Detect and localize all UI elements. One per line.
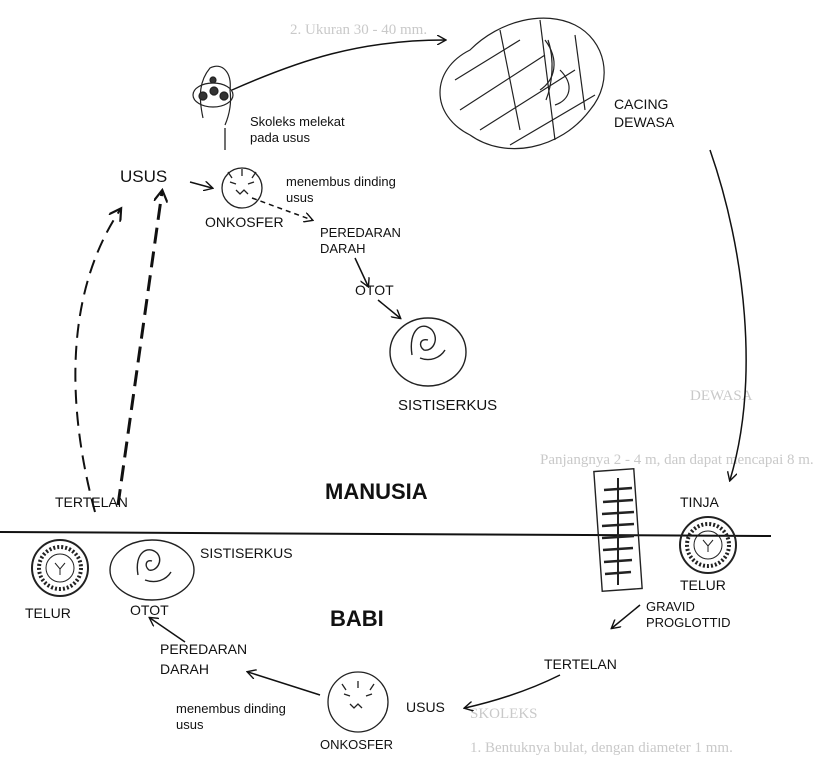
label-onkosfer-human: ONKOSFER bbox=[205, 214, 284, 230]
label-tinja: TINJA bbox=[680, 494, 719, 510]
label-telur-right: TELUR bbox=[680, 577, 726, 593]
label-onkosfer-pig: ONKOSFER bbox=[320, 737, 393, 752]
label-darah-human: DARAH bbox=[320, 241, 366, 256]
arrow-swallowed-to-intestine-human bbox=[74, 210, 120, 513]
bg-text-ukuran: 2. Ukuran 30 - 40 mm. bbox=[290, 22, 428, 38]
label-usus-human: USUS bbox=[120, 167, 168, 186]
oncosphere-bottom-illustration bbox=[327, 671, 389, 733]
label-usus-pig: USUS bbox=[406, 699, 445, 715]
bg-text-skoleks: SKOLEKS bbox=[470, 706, 538, 722]
arrow-blood-to-muscle-human bbox=[354, 257, 368, 286]
arrow-swallowed-to-intestine bbox=[465, 674, 561, 708]
label-menembus-usus-pig: usus bbox=[176, 717, 204, 732]
label-telur-left: TELUR bbox=[25, 605, 71, 621]
arrow-oncosphere-to-blood bbox=[248, 672, 321, 696]
egg-left-illustration bbox=[31, 539, 89, 597]
label-proglottid: PROGLOTTID bbox=[646, 615, 731, 630]
label-cacing: CACING bbox=[614, 96, 669, 112]
diagram-drawing bbox=[0, 17, 772, 733]
arrow-scolex-to-adult bbox=[231, 40, 445, 91]
label-tertelan-pig: TERTELAN bbox=[544, 656, 617, 672]
label-skoleks: Skoleks melekat bbox=[250, 114, 345, 129]
label-babi: BABI bbox=[330, 606, 384, 631]
arrow-blood-to-muscle bbox=[150, 618, 186, 643]
bg-text-bentuk: 1. Bentuknya bulat, dengan diameter 1 mm… bbox=[470, 740, 733, 756]
label-darah-pig: DARAH bbox=[160, 661, 210, 677]
arrow-egg-autoinfection bbox=[116, 192, 162, 506]
arrow-proglottid-to-swallowed bbox=[612, 604, 641, 628]
adult-tapeworm-illustration bbox=[439, 17, 605, 150]
gravid-proglottid-illustration bbox=[593, 468, 643, 592]
arrow-adult-to-feces bbox=[709, 149, 747, 480]
label-tertelan-human: TERTELAN bbox=[55, 494, 128, 510]
arrow-muscle-to-cysticercus bbox=[377, 299, 400, 318]
life-cycle-diagram: 2. Ukuran 30 - 40 mm. Panjangnya 2 - 4 m… bbox=[0, 17, 814, 756]
label-menembus-pig: menembus dinding bbox=[176, 701, 286, 716]
label-dewasa: DEWASA bbox=[614, 114, 675, 130]
label-gravid: GRAVID bbox=[646, 599, 695, 614]
label-manusia: MANUSIA bbox=[325, 479, 428, 504]
label-sistiserkus-pig: SISTISERKUS bbox=[200, 545, 293, 561]
bg-text-panjang: Panjangnya 2 - 4 m, dan dapat mencapai 8… bbox=[540, 452, 814, 468]
arrow-intestine-to-oncosphere bbox=[189, 182, 212, 188]
arrow-oncosphere-to-blood-human bbox=[251, 197, 312, 220]
egg-right-illustration bbox=[679, 516, 737, 574]
label-sistiserkus-human: SISTISERKUS bbox=[398, 397, 498, 414]
host-divider-line bbox=[0, 531, 772, 537]
label-peredaran-human: PEREDARAN bbox=[320, 225, 401, 240]
cysticercus-top-illustration bbox=[389, 317, 467, 387]
label-peredaran-pig: PEREDARAN bbox=[160, 641, 248, 657]
label-menembus-human: menembus dinding bbox=[286, 174, 396, 189]
label-otot-human: OTOT bbox=[355, 282, 394, 298]
oncosphere-top-illustration bbox=[221, 167, 263, 209]
scolex-illustration bbox=[192, 65, 234, 126]
label-menembus-usus-human: usus bbox=[286, 190, 314, 205]
cysticercus-bottom-illustration bbox=[109, 539, 195, 601]
label-pada-usus: pada usus bbox=[250, 130, 310, 145]
bg-text-dewasa: DEWASA bbox=[690, 388, 753, 404]
label-otot-pig: OTOT bbox=[130, 602, 169, 618]
